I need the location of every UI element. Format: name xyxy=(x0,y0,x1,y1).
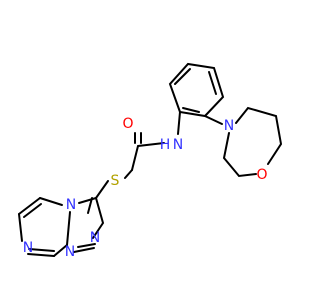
bond xyxy=(27,253,55,257)
bond xyxy=(78,197,97,204)
structure-drawing: O N H N O S N N N N xyxy=(18,62,283,260)
bond xyxy=(77,243,96,248)
atom-label-n: N xyxy=(65,244,75,260)
bond xyxy=(53,244,68,257)
bond xyxy=(87,197,93,214)
molecule-structure: O N H N O S N N N N xyxy=(18,62,283,260)
bond xyxy=(66,211,71,246)
bond xyxy=(18,197,41,215)
bonds xyxy=(18,62,283,257)
bond xyxy=(177,111,181,135)
atom-label-o: O xyxy=(256,167,267,183)
bond xyxy=(208,71,217,95)
atom-label-o: O xyxy=(122,116,133,132)
bond xyxy=(137,142,165,147)
triazole-ring xyxy=(92,197,105,239)
bond xyxy=(124,169,133,179)
bond xyxy=(182,107,200,113)
bond xyxy=(95,180,109,199)
bond xyxy=(174,68,191,85)
bond xyxy=(39,197,63,206)
atom-label-n: N xyxy=(90,230,100,246)
bond xyxy=(23,203,42,218)
atom-label-s: S xyxy=(111,173,120,189)
bond xyxy=(28,248,55,252)
bond xyxy=(131,145,139,171)
atom-label-n: N xyxy=(66,197,76,213)
atom-label-n: N xyxy=(23,240,33,256)
atom-label-n: N xyxy=(173,137,183,153)
bond xyxy=(204,115,223,125)
morpholine-ring xyxy=(222,132,257,178)
atom-labels: O N H N O S N N N N xyxy=(23,116,268,260)
morpholine-ring xyxy=(235,106,283,165)
bond xyxy=(18,213,23,242)
bond xyxy=(73,247,95,253)
atom-label-n: N xyxy=(224,118,234,134)
atom-label-h: H xyxy=(160,137,171,153)
